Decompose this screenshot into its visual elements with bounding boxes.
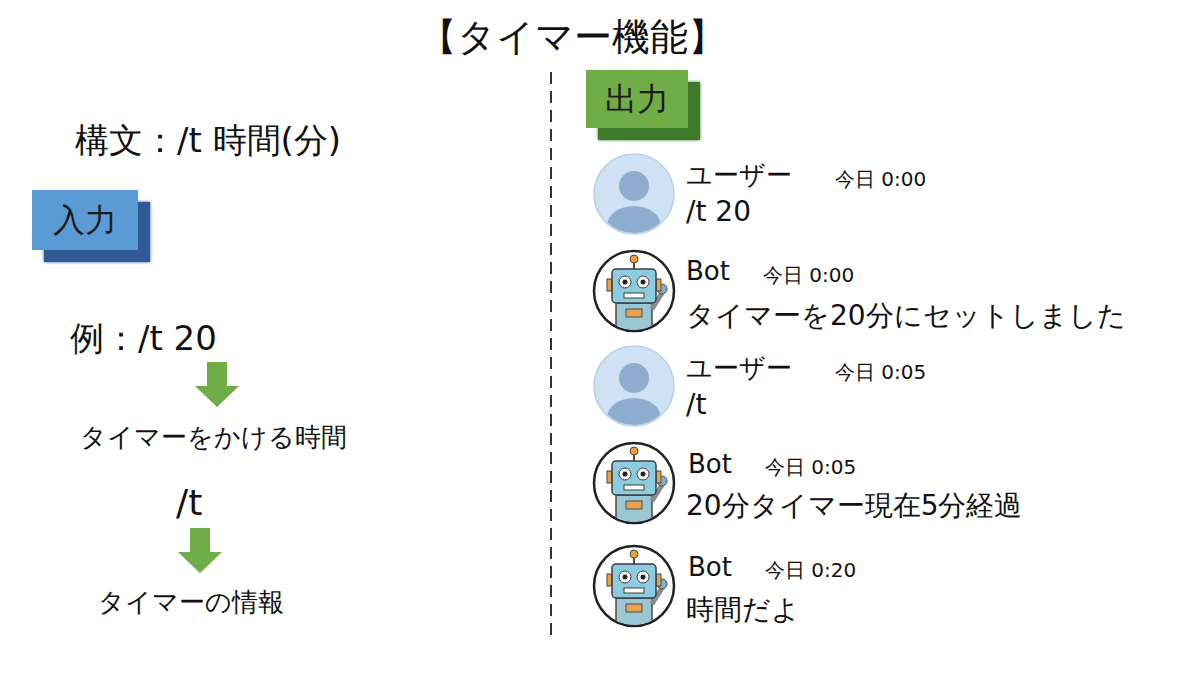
- message-text: タイマーを20分にセットしました: [686, 299, 1126, 333]
- bot-avatar: [594, 443, 674, 525]
- example-command: /t: [176, 481, 202, 524]
- message-text: 時間だよ: [686, 593, 800, 627]
- user-avatar: [594, 346, 674, 438]
- divider-line: [550, 72, 552, 642]
- sender-name: Bot: [688, 552, 732, 583]
- timestamp: 今日 0:05: [835, 360, 926, 384]
- input-badge: 入力: [32, 190, 138, 250]
- example-command: 例：/t 20: [70, 318, 217, 359]
- sender-name: ユーザー: [686, 160, 792, 191]
- sender-name: Bot: [688, 449, 732, 480]
- explanation-text: タイマーの情報: [98, 587, 284, 618]
- timestamp: 今日 0:00: [763, 263, 854, 287]
- sender-name: Bot: [686, 256, 730, 287]
- timestamp: 今日 0:20: [765, 558, 856, 582]
- bot-avatar: [594, 546, 674, 628]
- down-arrow: [178, 528, 222, 573]
- sender-name: ユーザー: [686, 353, 792, 384]
- output-badge: 出力: [586, 70, 688, 128]
- down-arrow: [195, 362, 239, 407]
- message-text: 20分タイマー現在5分経過: [686, 489, 1022, 523]
- message-text: /t 20: [686, 195, 751, 229]
- badge-label: 出力: [605, 80, 669, 118]
- timestamp: 今日 0:05: [765, 455, 856, 479]
- badge-label: 入力: [53, 201, 117, 239]
- timestamp: 今日 0:00: [835, 167, 926, 191]
- message-text: /t: [686, 388, 706, 422]
- syntax-text: 構文：/t 時間(分): [75, 120, 341, 161]
- user-avatar: [594, 154, 674, 246]
- diagram-title: 【タイマー機能】: [419, 15, 726, 61]
- explanation-text: タイマーをかける時間: [80, 422, 347, 453]
- bot-avatar: [594, 251, 674, 333]
